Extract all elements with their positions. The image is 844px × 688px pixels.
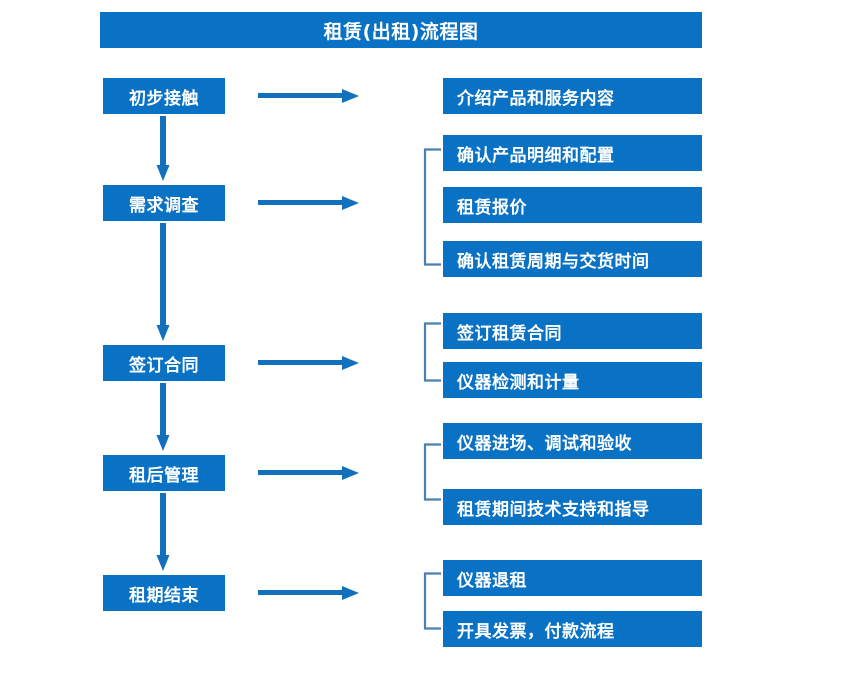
stage-box-2[interactable]: 需求调查 <box>103 185 225 221</box>
right-arrow-icon-2 <box>258 194 360 212</box>
detail-box-2[interactable]: 确认产品明细和配置 <box>443 135 702 171</box>
right-arrow-icon-5 <box>258 584 360 602</box>
right-arrow-icon-4 <box>258 464 360 482</box>
group-bracket-icon-2 <box>423 148 442 266</box>
detail-box-7[interactable]: 仪器进场、调试和验收 <box>443 423 702 459</box>
down-arrow-icon-3 <box>155 383 171 452</box>
detail-box-8[interactable]: 租赁期间技术支持和指导 <box>443 489 702 525</box>
detail-box-10[interactable]: 开具发票，付款流程 <box>443 611 702 647</box>
down-arrow-icon-4 <box>155 493 171 572</box>
stage-box-1[interactable]: 初步接触 <box>103 78 225 114</box>
detail-box-4[interactable]: 确认租赁周期与交货时间 <box>443 241 702 277</box>
stage-box-4[interactable]: 租后管理 <box>103 455 225 491</box>
detail-box-5[interactable]: 签订租赁合同 <box>443 313 702 349</box>
stage-box-3[interactable]: 签订合同 <box>103 345 225 381</box>
detail-box-3[interactable]: 租赁报价 <box>443 187 702 223</box>
detail-box-9[interactable]: 仪器退租 <box>443 560 702 596</box>
right-arrow-icon-1 <box>258 87 360 105</box>
detail-box-6[interactable]: 仪器检测和计量 <box>443 362 702 398</box>
chart-title: 租赁(出租)流程图 <box>100 12 702 48</box>
group-bracket-icon-5 <box>423 572 442 630</box>
stage-box-5[interactable]: 租期结束 <box>103 575 225 611</box>
down-arrow-icon-2 <box>155 223 171 342</box>
group-bracket-icon-3 <box>423 322 442 382</box>
group-bracket-icon-4 <box>423 443 442 501</box>
right-arrow-icon-3 <box>258 354 360 372</box>
detail-box-1[interactable]: 介绍产品和服务内容 <box>443 78 702 114</box>
down-arrow-icon-1 <box>155 116 171 182</box>
